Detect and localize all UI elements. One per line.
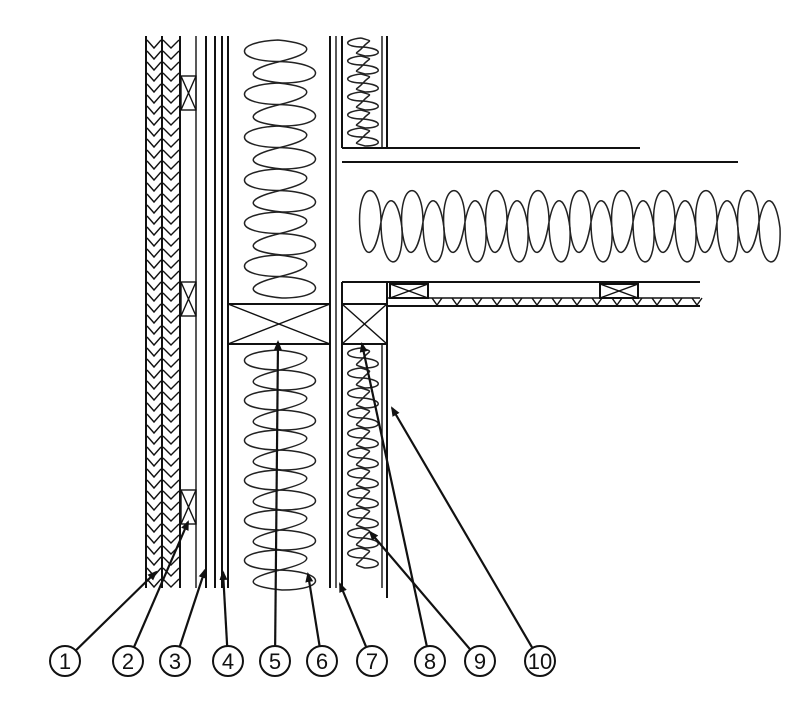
callout-leader-9 [368,530,472,651]
callout-circle-8 [414,645,446,677]
callout-leader-5 [273,340,282,647]
callout-label-6: 6 [316,649,328,674]
callout-circle-6 [306,645,338,677]
callout-label-10: 10 [528,649,552,674]
callout-label-8: 8 [424,649,436,674]
callout-circle-9 [464,645,496,677]
callout-label-2: 2 [122,649,134,674]
callout-leader-6 [305,572,321,647]
callout-circle-5 [259,645,291,677]
callout-label-7: 7 [366,649,378,674]
callout-leader-8 [359,342,428,647]
sheathing-layers [205,36,223,588]
battens [180,36,197,588]
ceiling-build-up [342,147,781,307]
callout-leader-3 [178,568,207,648]
callout-leader-2 [132,520,190,648]
stud-cavity [227,36,337,591]
callout-circle-4 [212,645,244,677]
callout-markers: 1 2 3 4 5 6 7 8 9 10 [49,340,556,677]
callout-label-9: 9 [474,649,486,674]
callout-label-4: 4 [222,649,234,674]
callout-circle-7 [356,645,388,677]
outer-cladding [145,36,181,589]
callout-circle-2 [112,645,144,677]
callout-circle-3 [159,645,191,677]
callout-leader-10 [390,406,534,649]
callout-circle-1 [49,645,81,677]
callout-leader-7 [338,582,368,648]
inner-service-layer [341,36,388,598]
callout-leader-4 [219,570,229,647]
callout-leader-1 [74,570,158,652]
callout-circle-10 [524,645,556,677]
callout-label-5: 5 [269,649,281,674]
callout-label-1: 1 [59,649,71,674]
callout-label-3: 3 [169,649,181,674]
